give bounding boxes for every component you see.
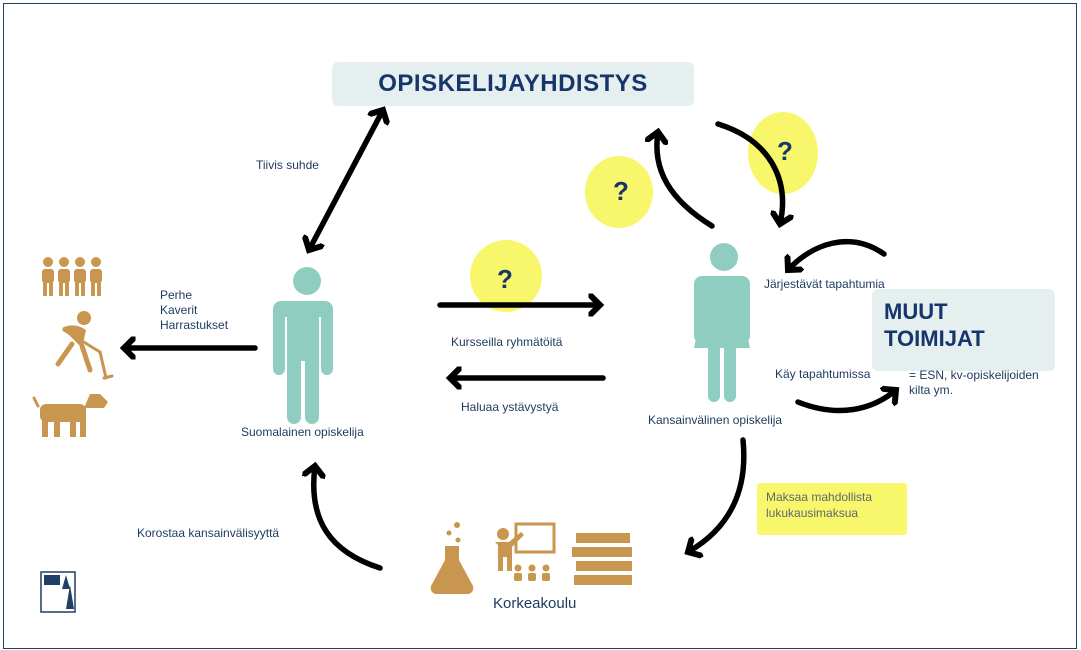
label-organize-events: Järjestävät tapahtumia <box>764 277 885 291</box>
label-group-work: Kursseilla ryhmätöitä <box>451 335 563 349</box>
label-finnish-social: Perhe Kaverit Harrastukset <box>160 288 229 332</box>
label-international-student: Kansainvälinen opiskelija <box>648 413 783 427</box>
label-attends-events: Käy tapahtumissa <box>775 367 871 381</box>
student-union-title: OPISKELIJAYHDISTYS <box>378 70 648 97</box>
pi-logo <box>40 571 76 613</box>
other-actors-box <box>872 289 1055 371</box>
arrow-organize-events <box>788 238 887 270</box>
arrow-emphasize-international <box>314 466 383 571</box>
question-mark-left: ? <box>613 176 629 206</box>
highlight-circle-left <box>585 156 653 228</box>
label-other-actors-note: = ESN, kv-opiskelijoiden kilta ym. <box>909 368 1039 397</box>
flask-icon <box>430 522 474 594</box>
label-tuition-fee: Maksaa mahdollista lukukausimaksua <box>766 490 873 520</box>
highlight-circle-top <box>748 112 818 194</box>
label-university: Korkeakoulu <box>493 595 577 612</box>
label-close-relation: Tiivis suhde <box>256 158 319 172</box>
international-student-person-icon <box>694 243 750 402</box>
arrow-attends-events <box>795 390 896 414</box>
lecture-icon <box>495 522 556 581</box>
books-icon <box>570 531 634 587</box>
arrow-tuition <box>688 437 747 552</box>
slide-frame <box>3 3 1077 649</box>
label-finnish-student: Suomalainen opiskelija <box>241 425 364 439</box>
arrow-close-relation <box>309 110 383 250</box>
question-mark-top: ? <box>777 136 793 166</box>
arrow-from-student-union <box>715 121 782 224</box>
other-actors-title: MUUT TOIMIJAT <box>884 299 985 351</box>
student-union-box <box>332 62 694 106</box>
label-emphasize-international: Korostaa kansainvälisyyttä <box>137 526 280 540</box>
finnish-student-person-icon <box>273 267 333 424</box>
label-wants-friends: Haluaa ystävystyä <box>461 400 559 414</box>
question-mark-center: ? <box>497 264 513 294</box>
arrow-to-student-union <box>657 132 715 229</box>
tuition-fee-highlight <box>757 483 907 535</box>
hockey-player-icon <box>55 311 114 380</box>
family-icon <box>42 257 102 296</box>
highlight-circle-center <box>470 240 542 312</box>
dog-icon <box>32 394 108 437</box>
